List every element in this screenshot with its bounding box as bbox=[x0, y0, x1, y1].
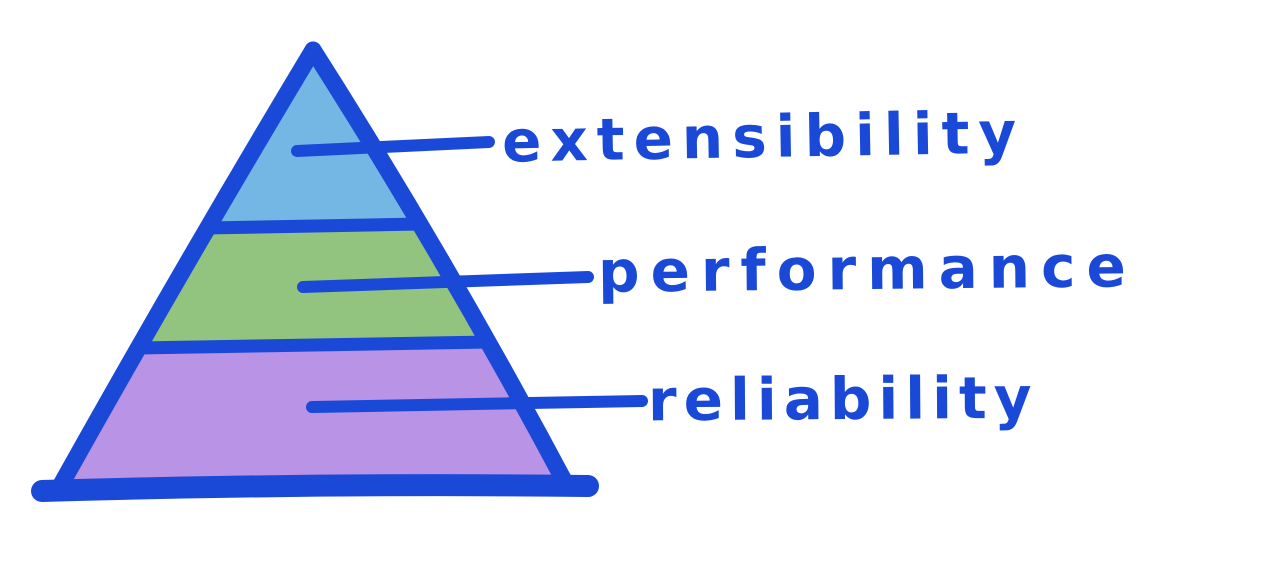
pyramid-left-edge bbox=[49, 41, 322, 499]
pyramid-right-edge bbox=[304, 41, 577, 497]
connector-reliability bbox=[306, 395, 648, 413]
pyramid-base-edge bbox=[31, 474, 599, 502]
tier-extensibility-shape bbox=[208, 50, 418, 230]
divider-performance-reliability bbox=[131, 335, 496, 355]
tier-reliability-shape bbox=[58, 348, 570, 490]
label-performance: performance bbox=[597, 232, 1138, 306]
label-extensibility: extensibility bbox=[501, 98, 1026, 176]
connector-performance bbox=[297, 271, 594, 293]
divider-extensibility-performance bbox=[199, 217, 427, 235]
connector-extensibility bbox=[291, 136, 495, 157]
label-reliability: reliability bbox=[647, 363, 1039, 435]
